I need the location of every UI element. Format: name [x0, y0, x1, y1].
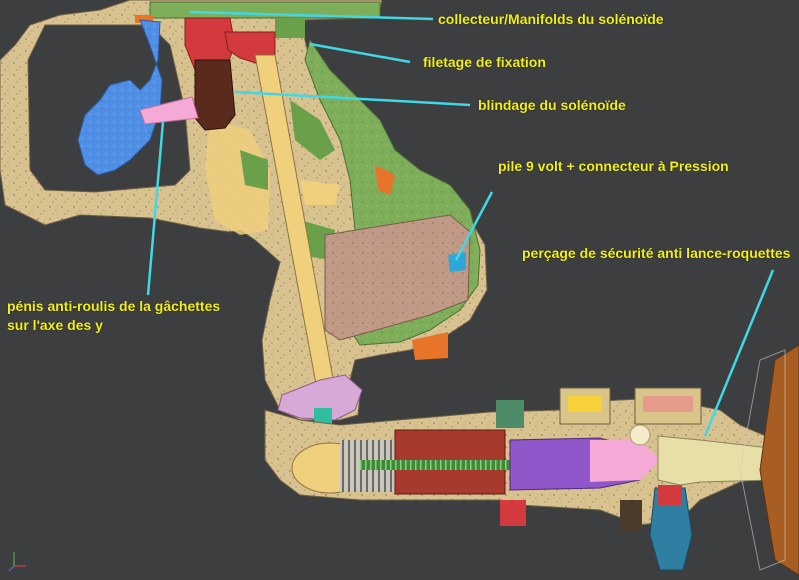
solenoid-shield — [194, 59, 236, 131]
lower-mechanism — [277, 374, 363, 426]
grip-frame — [0, 0, 488, 421]
axis-triad-icon — [8, 552, 26, 572]
label-manifold: collecteur/Manifolds du solénoïde — [438, 11, 664, 27]
valve-body — [264, 387, 776, 571]
label-trigger-pin-line1: pénis anti-roulis de la gâchettes — [7, 298, 221, 314]
label-shield: blindage du solénoïde — [478, 97, 626, 113]
label-battery: pile 9 volt + connecteur à Pression — [498, 158, 729, 174]
leader-lines — [146, 10, 775, 437]
solenoid-manifold — [135, 1, 381, 38]
label-safety-hole: perçage de sécurité anti lance-roquettes — [522, 245, 791, 261]
anti-roll-pin — [139, 96, 199, 125]
battery-pack — [324, 214, 471, 360]
label-thread: filetage de fixation — [423, 54, 546, 70]
label-trigger-pin-line2: sur l'axe des y — [7, 317, 103, 333]
barrel-adaptor — [739, 344, 799, 576]
